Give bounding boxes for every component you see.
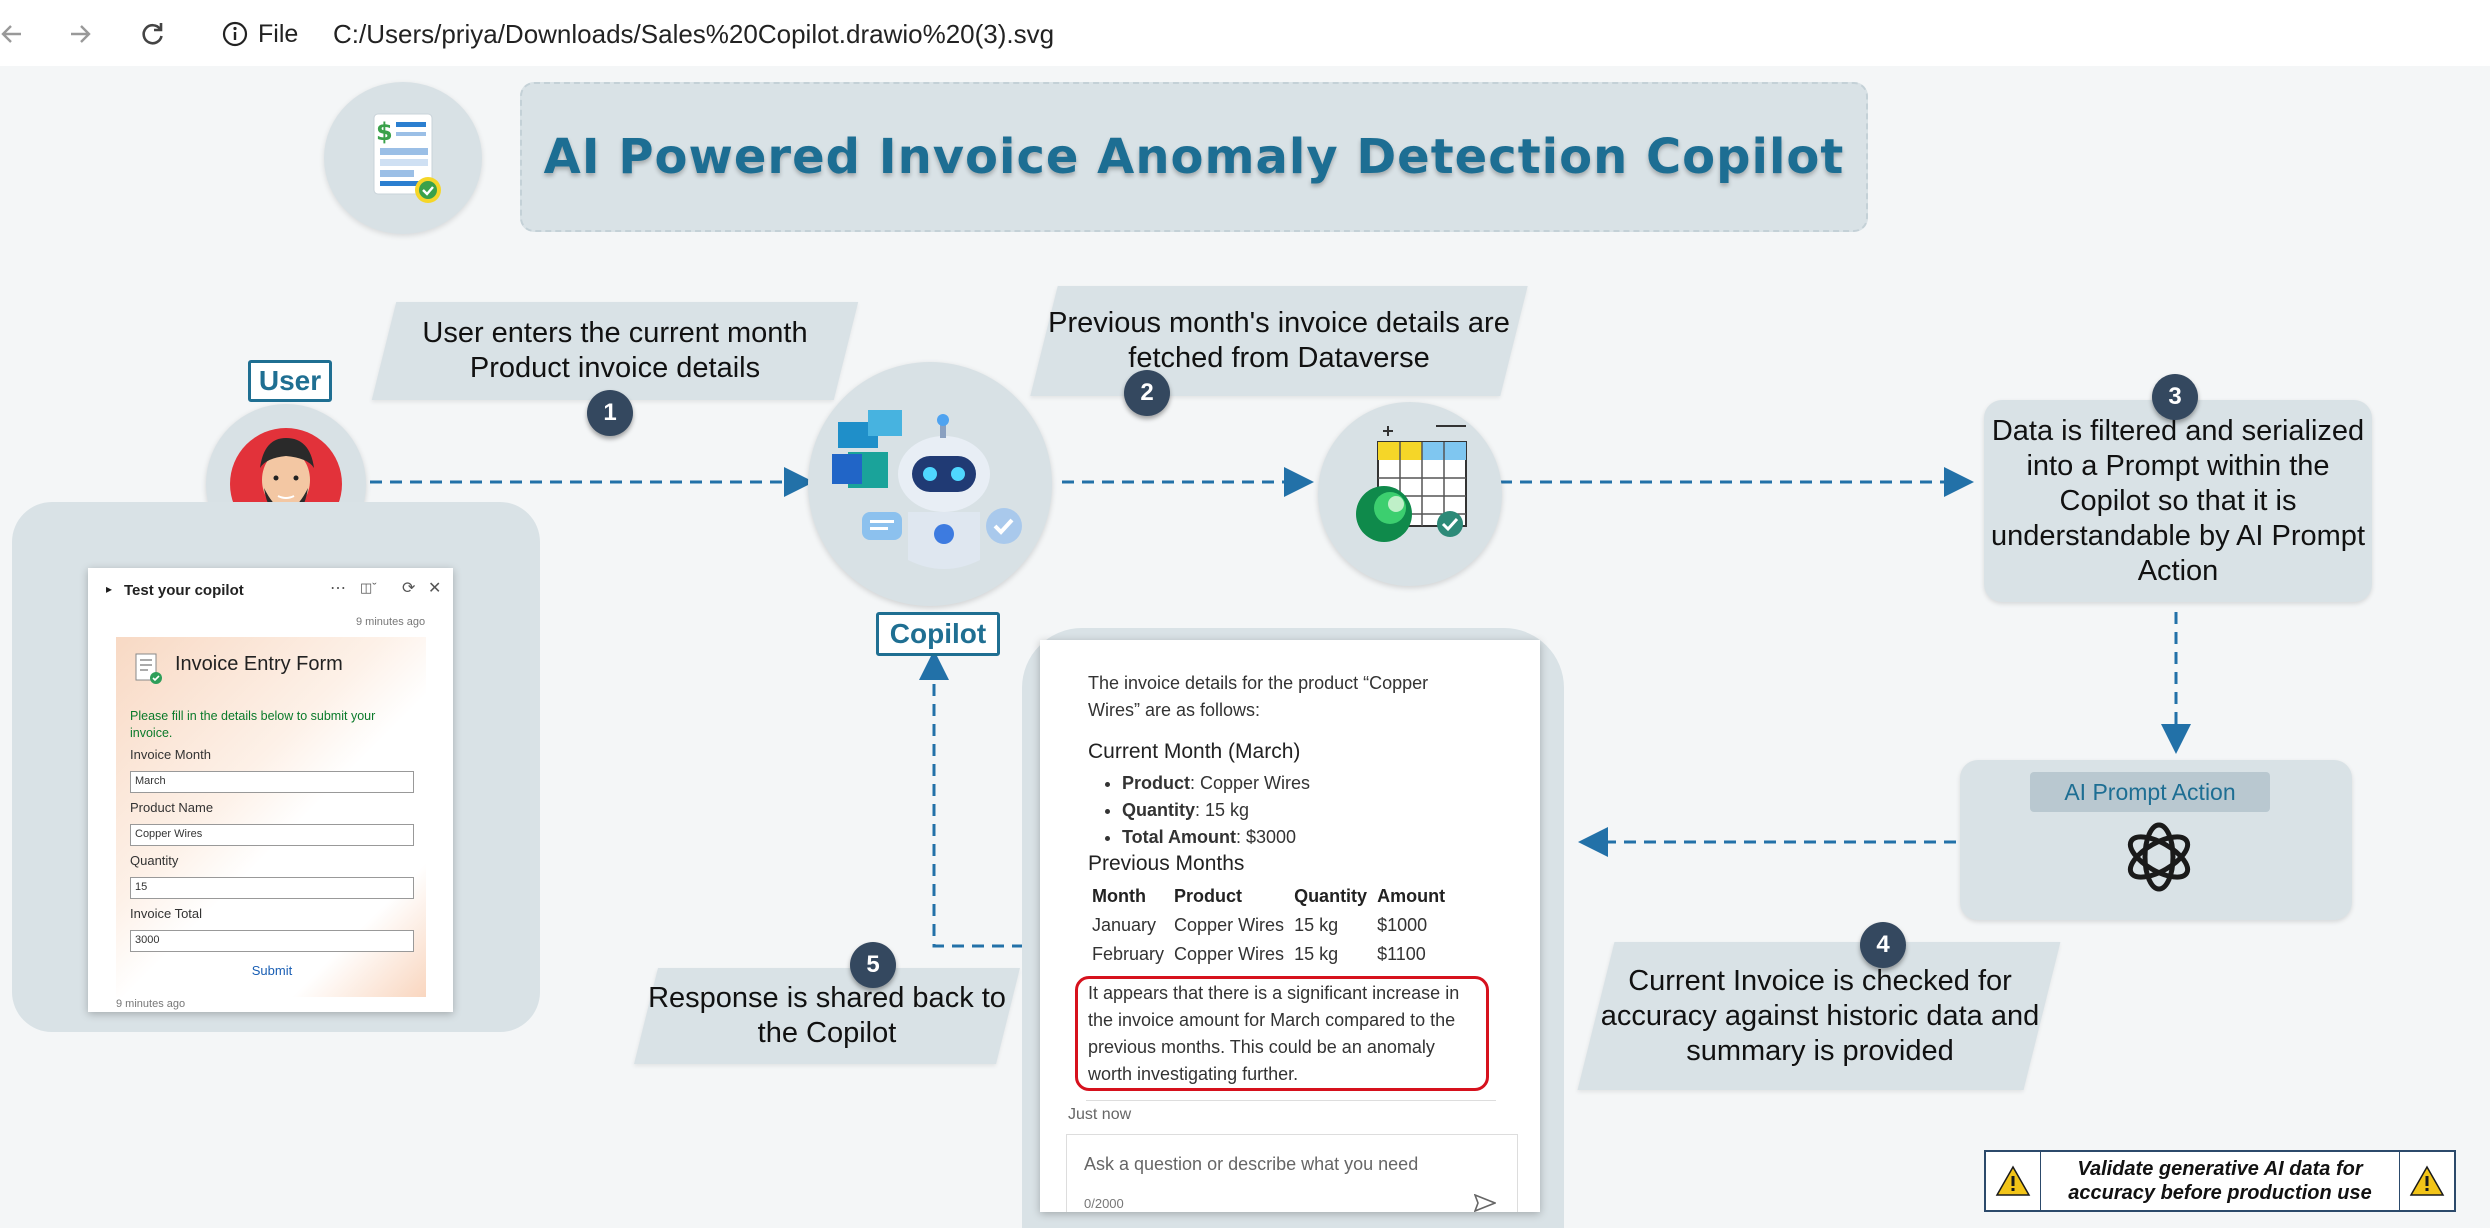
more-options-icon[interactable]: ⋯	[330, 580, 346, 597]
chat-timestamp: Just now	[1068, 1106, 1132, 1123]
copilot-node	[808, 362, 1052, 606]
warning-text: Validate generative AI data for accuracy…	[2068, 1158, 2372, 1204]
chat-input-box[interactable]	[1066, 1134, 1518, 1212]
product-name-input[interactable]: Copper Wires	[130, 824, 414, 846]
map-icon[interactable]: ◫ˇ	[360, 580, 377, 595]
previous-months-heading: Previous Months	[1088, 852, 1245, 875]
current-month-heading: Current Month (March)	[1088, 740, 1301, 763]
refresh-chat-icon[interactable]: ⟳	[402, 580, 416, 597]
anomaly-summary: It appears that there is a significant i…	[1088, 983, 1460, 1084]
divider	[1086, 1100, 1496, 1101]
chat-input-placeholder: Ask a question or describe what you need	[1084, 1154, 1419, 1174]
dataverse-icon	[1356, 425, 1467, 542]
form-instructions: Please fill in the details below to subm…	[130, 709, 376, 740]
openai-icon	[2118, 816, 2200, 898]
step-4-text: Current Invoice is checked for accuracy …	[1600, 964, 2040, 1067]
invoice-total-label: Invoice Total	[130, 906, 203, 921]
address-bar[interactable]: C:/Users/priya/Downloads/Sales%20Copilot…	[333, 19, 1055, 49]
timestamp-top: 9 minutes ago	[356, 616, 426, 628]
quantity-label: Quantity	[130, 853, 179, 868]
step-5-text: Response is shared back to the Copilot	[648, 982, 1006, 1049]
anomaly-highlight	[1075, 976, 1489, 1091]
copilot-robot-icon	[832, 410, 1022, 569]
dataverse-node	[1318, 402, 1502, 586]
copilot-label: Copilot	[876, 612, 1000, 656]
invoice-logo: $	[324, 82, 482, 234]
step-2-badge: 2	[1124, 370, 1170, 416]
form-icon	[130, 650, 166, 686]
test-panel-title: Test your copilot	[124, 582, 244, 599]
form-title: Invoice Entry Form	[175, 653, 343, 675]
title-banner: AI Powered Invoice Anomaly Detection Cop…	[520, 82, 1868, 232]
invoice-total-input[interactable]: 3000	[130, 930, 414, 952]
current-month-list: Product: Copper Wires Quantity: 15 kg To…	[1088, 770, 1310, 851]
warning-icon	[2399, 1152, 2454, 1210]
timestamp-bottom: 9 minutes ago	[116, 998, 186, 1010]
warning-icon	[1986, 1152, 2041, 1210]
close-icon[interactable]: ✕	[428, 580, 442, 597]
invoice-icon: $	[373, 113, 441, 203]
chat-response-panel	[1040, 640, 1540, 1212]
forward-icon[interactable]	[60, 14, 100, 54]
user-label: User	[248, 360, 332, 402]
info-icon	[222, 21, 248, 47]
list-item: Total Amount: $3000	[1122, 824, 1310, 851]
product-name-label: Product Name	[130, 800, 214, 815]
step-3-badge: 3	[2152, 374, 2198, 420]
list-item: Quantity: 15 kg	[1122, 797, 1310, 824]
browser-toolbar	[0, 0, 2490, 66]
step-2-text: Previous month's invoice details are fet…	[1048, 307, 1510, 374]
step-1-text: User enters the current month Product in…	[422, 317, 808, 384]
invoice-month-input[interactable]: March	[130, 771, 414, 793]
invoice-month-label: Invoice Month	[130, 747, 211, 762]
step-1-badge: 1	[587, 390, 633, 436]
site-info-button[interactable]: File	[222, 14, 298, 54]
step-5-badge: 5	[850, 942, 896, 988]
ai-warning-banner: Validate generative AI data for accuracy…	[1984, 1150, 2456, 1212]
list-item: Product: Copper Wires	[1122, 770, 1310, 797]
file-scheme-label: File	[258, 19, 299, 48]
expand-chevron-icon[interactable]: ▸	[106, 582, 113, 596]
quantity-input[interactable]: 15	[130, 877, 414, 899]
send-icon[interactable]	[1473, 1193, 1498, 1213]
svg-text:$: $	[376, 118, 393, 146]
submit-button[interactable]: Submit	[251, 963, 293, 978]
back-icon[interactable]	[0, 14, 32, 54]
ai-prompt-action-label: AI Prompt Action	[2030, 772, 2270, 812]
step-3-box: Data is filtered and serialized into a P…	[1984, 400, 2372, 602]
chat-intro: The invoice details for the product “Cop…	[1088, 673, 1429, 720]
step-3-text: Data is filtered and serialized into a P…	[1990, 414, 2365, 587]
char-count: 0/2000	[1084, 1196, 1124, 1211]
page-title: AI Powered Invoice Anomaly Detection Cop…	[543, 129, 1845, 185]
arrow-response-to-copilot	[919, 650, 1044, 948]
step-4-badge: 4	[1860, 922, 1906, 968]
refresh-icon[interactable]	[132, 14, 172, 54]
